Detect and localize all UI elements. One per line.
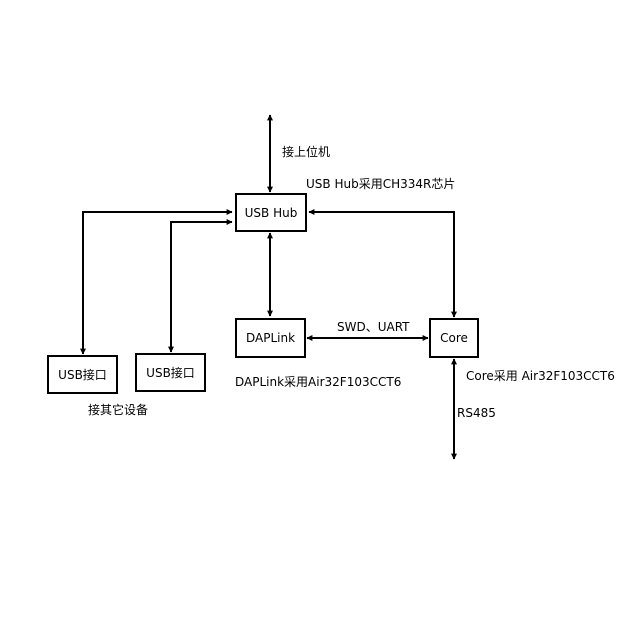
rs485-label: RS485 (457, 406, 496, 420)
daplink-chip-label: DAPLink采用Air32F103CCT6 (235, 375, 402, 389)
arrow-usb-hub-usb-port-1 (80, 209, 233, 355)
usb-hub-node: USB Hub (235, 193, 307, 232)
usb-hub-chip-label: USB Hub采用CH334R芯片 (306, 177, 456, 191)
host-label: 接上位机 (282, 145, 331, 159)
swd-uart-label: SWD、UART (337, 320, 410, 334)
daplink-node: DAPLink (235, 318, 306, 358)
arrow-usb-hub-core (308, 209, 457, 318)
arrow-usb-hub-usb-port-2 (168, 219, 233, 353)
core-chip-label: Core采用 Air32F103CCT6 (466, 369, 615, 383)
core-node: Core (429, 318, 479, 358)
usb-port-node-2: USB接口 (135, 353, 206, 392)
other-devices-label: 接其它设备 (88, 403, 149, 417)
usb-port-node-1: USB接口 (47, 355, 118, 394)
